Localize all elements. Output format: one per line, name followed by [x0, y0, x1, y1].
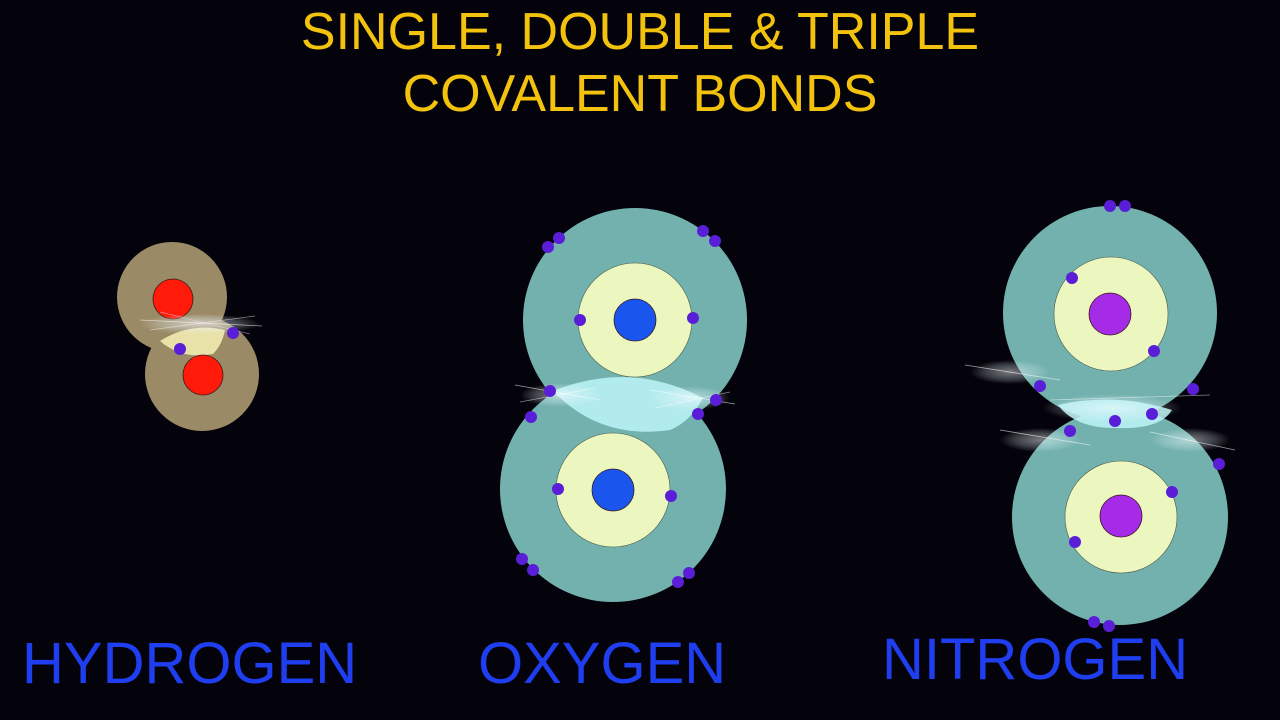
nitrogen-electron [1187, 383, 1199, 395]
oxygen-electron [516, 553, 528, 565]
nitrogen-label: NITROGEN [882, 627, 1189, 692]
oxygen-electron [574, 314, 586, 326]
nitrogen-electron [1064, 425, 1076, 437]
nitrogen-molecule [964, 200, 1236, 632]
hydrogen-electron [174, 343, 186, 355]
oxygen-electron [544, 385, 556, 397]
oxygen-electron [709, 235, 721, 247]
nitrogen-electron [1104, 200, 1116, 212]
oxygen-electron [683, 567, 695, 579]
hydrogen-electron [227, 327, 239, 339]
oxygen-bond-sparkle [514, 383, 736, 410]
nitrogen-nucleus-2 [1099, 494, 1143, 538]
oxygen-electron [672, 576, 684, 588]
nitrogen-electron [1146, 408, 1158, 420]
nitrogen-electron [1166, 486, 1178, 498]
oxygen-electron [542, 241, 554, 253]
oxygen-electron [553, 232, 565, 244]
nitrogen-electron [1109, 415, 1121, 427]
oxygen-label: OXYGEN [478, 631, 727, 696]
oxygen-nucleus-2 [591, 468, 635, 512]
hydrogen-nucleus-1 [152, 278, 194, 320]
oxygen-electron [525, 411, 537, 423]
nitrogen-electron [1103, 620, 1115, 632]
oxygen-electron [692, 408, 704, 420]
nitrogen-electron [1066, 272, 1078, 284]
oxygen-molecule [500, 208, 747, 602]
nitrogen-electron [1213, 458, 1225, 470]
nitrogen-nucleus-1 [1088, 292, 1132, 336]
title-line-2: COVALENT BONDS [402, 65, 878, 123]
oxygen-electron [687, 312, 699, 324]
hydrogen-label: HYDROGEN [22, 631, 358, 696]
oxygen-electron [710, 394, 722, 406]
nitrogen-electron [1069, 536, 1081, 548]
hydrogen-molecule [117, 242, 263, 431]
nitrogen-electron [1148, 345, 1160, 357]
oxygen-nucleus-1 [613, 298, 657, 342]
title-line-1: SINGLE, DOUBLE & TRIPLE [300, 3, 980, 61]
nitrogen-electron [1034, 380, 1046, 392]
oxygen-electron [697, 225, 709, 237]
oxygen-electron [552, 483, 564, 495]
oxygen-electron [665, 490, 677, 502]
nitrogen-electron [1088, 616, 1100, 628]
oxygen-electron [527, 564, 539, 576]
nitrogen-electron [1119, 200, 1131, 212]
hydrogen-nucleus-2 [182, 354, 224, 396]
